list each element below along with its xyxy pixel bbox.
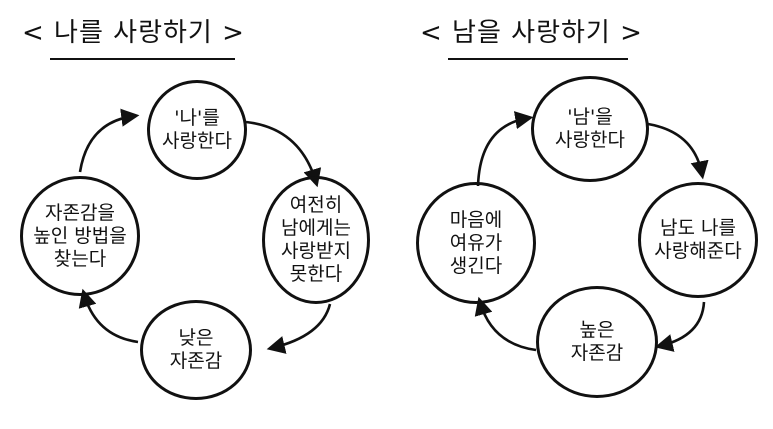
arrow-top-to-right — [647, 122, 709, 180]
arrow-right-to-bottom — [654, 301, 706, 352]
node-label: '나'를 사랑한다 — [162, 107, 232, 152]
node-label: 높은 자존감 — [570, 319, 624, 364]
title-underline — [448, 58, 628, 60]
arrow-left-to-top — [78, 108, 140, 173]
cycle-arrows — [474, 111, 709, 352]
node-label: 남도 나를 사랑해준다 — [654, 217, 742, 262]
self-love-diagram: < 나를 사랑하기 > '나'를 사랑한다 여전히 남에게는 사랑받지 못한다 … — [0, 0, 386, 429]
arrow-top-to-right — [245, 120, 322, 188]
node-label: 여전히 남에게는 사랑받지 못한다 — [281, 194, 351, 285]
cycle-arrows — [78, 108, 332, 354]
arrow-bottom-to-left — [78, 288, 139, 344]
node-label: '남'을 사랑한다 — [555, 106, 625, 151]
node-not-loved-by-others: 여전히 남에게는 사랑받지 못한다 — [262, 176, 370, 304]
diagram-title: < 나를 사랑하기 > — [22, 18, 245, 48]
diagram-title: < 남을 사랑하기 > — [420, 18, 643, 48]
node-peace-of-mind: 마음에 여유가 생긴다 — [416, 182, 536, 304]
node-love-others: '남'을 사랑한다 — [531, 76, 649, 182]
node-label: 낮은 자존감 — [169, 327, 223, 372]
arrow-right-to-bottom — [266, 303, 332, 354]
node-label: 마음에 여유가 생긴다 — [449, 208, 503, 277]
title-underline — [50, 58, 235, 60]
node-love-myself: '나'를 사랑한다 — [147, 80, 247, 180]
node-others-love-me: 남도 나를 사랑해준다 — [638, 182, 758, 298]
arrow-bottom-to-left — [474, 296, 537, 352]
node-high-self-esteem: 높은 자존감 — [536, 286, 658, 398]
node-label: 자존감을 높인 방법을 찾는다 — [33, 201, 127, 270]
love-others-diagram: < 남을 사랑하기 > '남'을 사랑한다 남도 나를 사랑해준다 높은 자존감… — [386, 0, 772, 429]
node-find-ways: 자존감을 높인 방법을 찾는다 — [20, 176, 140, 296]
node-low-self-esteem: 낮은 자존감 — [140, 300, 252, 400]
arrow-left-to-top — [476, 111, 534, 187]
